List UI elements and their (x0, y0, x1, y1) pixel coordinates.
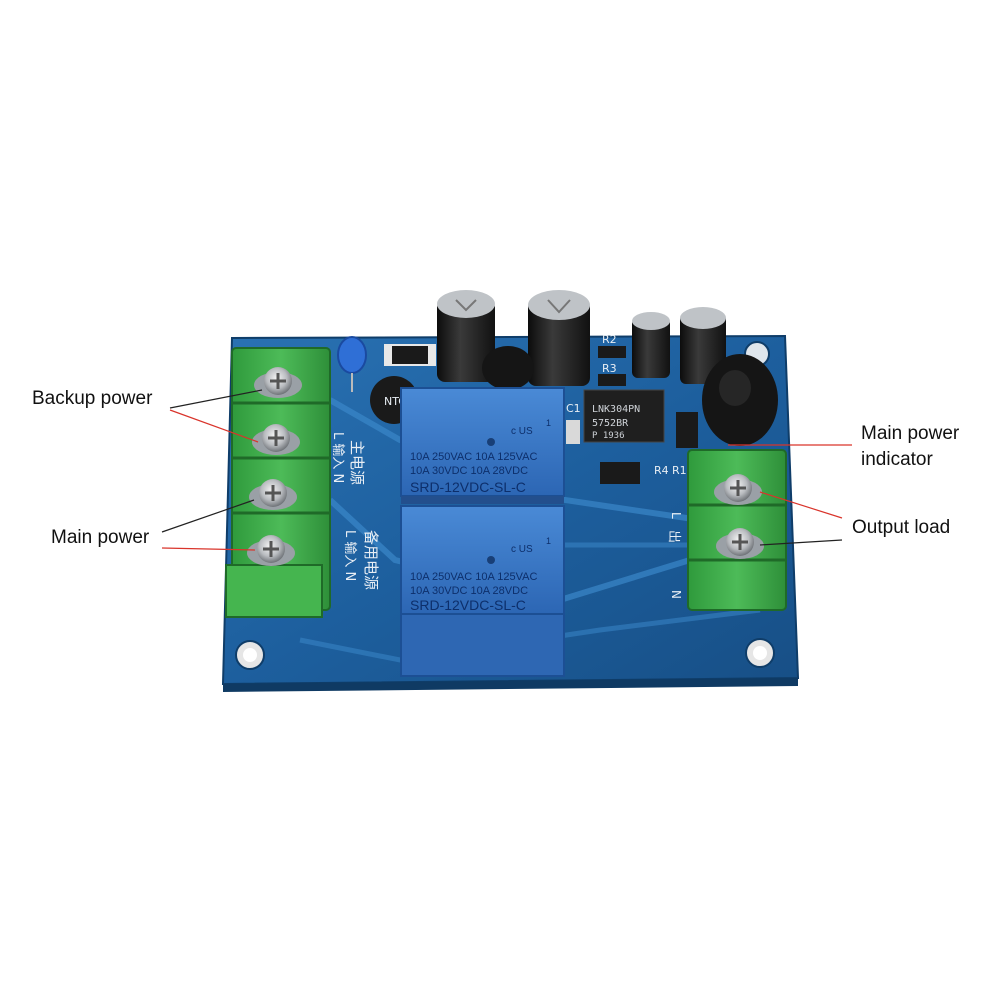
screw-terminal-1 (254, 367, 302, 398)
silkscreen-input-labels: 主电源 L 输入 N 备用电源 L 输入 N (330, 432, 380, 590)
silk-backup-power: 备用电源 (362, 530, 380, 590)
relay-2-cert-num: 1 (546, 536, 551, 546)
relay-1-cert-num: 1 (546, 418, 551, 428)
screw-terminal-5 (714, 474, 762, 505)
relay-2-model: SRD-12VDC-SL-C (410, 597, 526, 613)
leader-output-black (759, 539, 843, 546)
relay-1-model: SRD-12VDC-SL-C (410, 479, 526, 495)
leader-backup-red (169, 409, 259, 443)
screw-terminal-2 (252, 424, 300, 455)
leader-backup-black (169, 389, 263, 409)
screw-terminal-4 (247, 535, 295, 566)
silk-output: 出 (666, 530, 681, 543)
silk-r1: R1 (672, 464, 687, 477)
relay-2-cert: c US (511, 544, 533, 555)
silkscreen-output-labels: 出 L N (666, 512, 683, 599)
leader-main-black (161, 499, 255, 533)
relay-2-rating-1: 10A 250VAC 10A 125VAC (410, 571, 537, 583)
relay-1-cert: c US (511, 426, 533, 437)
silk-r3: R3 (602, 362, 617, 375)
inductor-1 (482, 346, 534, 390)
silk-output-l: L (669, 512, 683, 519)
electrolytic-capacitor-3 (632, 312, 670, 378)
chip-marking-1: LNK304PN (592, 404, 640, 415)
screw-terminal-6 (716, 528, 764, 559)
chip-marking-3: P 1936 (592, 431, 625, 441)
leader-lines (161, 389, 852, 551)
silk-main-power: 主电源 (348, 440, 366, 485)
callout-main-power: Main power (51, 527, 150, 548)
inductor-2 (702, 354, 778, 446)
silk-r4: R4 (654, 464, 669, 477)
relay-2-rating-2: 10A 30VDC 10A 28VDC (410, 585, 528, 597)
relay-1-rating-1: 10A 250VAC 10A 125VAC (410, 451, 537, 463)
electrolytic-capacitor-2 (528, 290, 590, 386)
callout-main-power-indicator-1: Main power (861, 423, 960, 444)
callout-backup-power: Backup power (32, 388, 153, 409)
power-ic-chip: LNK304PN 5752BR P 1936 (583, 389, 665, 443)
callout-output-load: Output load (852, 517, 951, 538)
silk-r2: R2 (602, 333, 617, 346)
silk-backup-input: L 输入 N (342, 530, 358, 581)
relay-2: c US 1 10A 250VAC 10A 125VAC 10A 30VDC 1… (400, 505, 565, 677)
leader-output-red (759, 491, 843, 519)
blue-y-capacitor (337, 336, 367, 392)
chip-marking-2: 5752BR (592, 418, 629, 429)
electrolytic-capacitor-1 (437, 290, 495, 382)
smd-components (566, 346, 698, 484)
mounting-hole-left (235, 640, 265, 670)
silk-c1: C1 (566, 402, 581, 415)
silk-main-input: L 输入 N (330, 432, 346, 483)
leader-main-red (161, 547, 256, 551)
silkscreen-component-labels: C1 R2 R3 R4 R1 (566, 333, 687, 477)
diode (384, 344, 436, 366)
screw-terminal-3 (249, 479, 297, 510)
callout-main-power-indicator-2: indicator (861, 449, 933, 470)
silk-output-n: N (669, 590, 683, 599)
mounting-hole-right (745, 638, 775, 668)
relay-1: c US 1 10A 250VAC 10A 125VAC 10A 30VDC 1… (400, 387, 565, 504)
relay-1-rating-2: 10A 30VDC 10A 28VDC (410, 465, 528, 477)
